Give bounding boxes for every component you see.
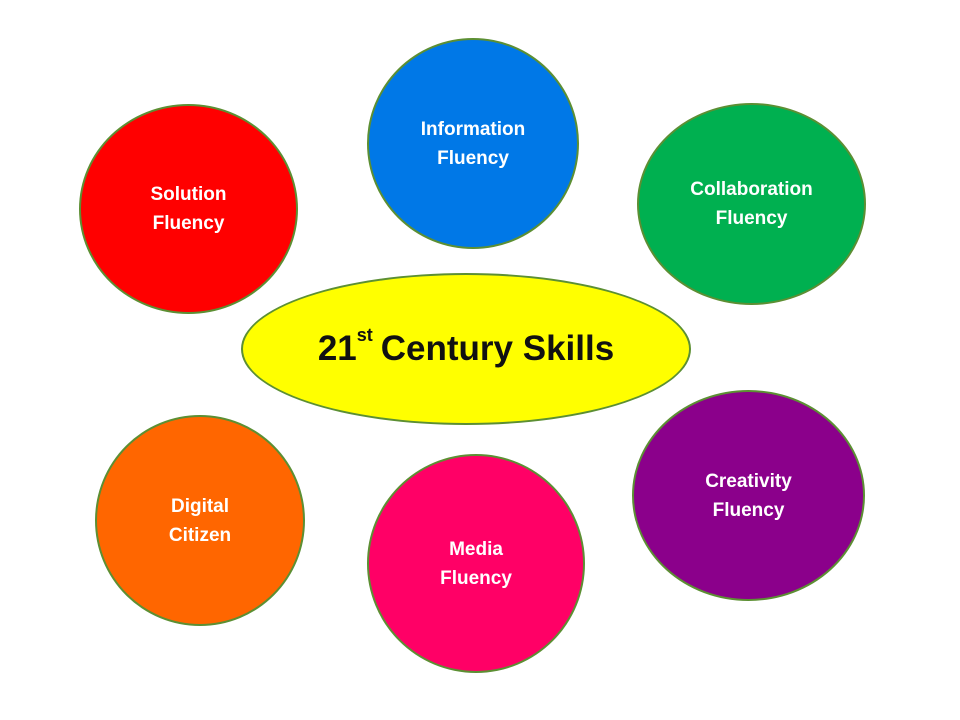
bubble-collaboration-fluency: Collaboration Fluency [637,103,866,305]
bubble-label-line2: Fluency [152,213,225,234]
bubble-digital-citizen: Digital Citizen [95,415,305,626]
bubble-label-line1: Collaboration [690,179,813,200]
bubble-label-line2: Fluency [437,147,509,169]
bubble-label-line2: Fluency [715,208,788,229]
center-ordinal-suffix: st [356,325,373,345]
bubble-label-line1: Solution [150,184,227,205]
bubble-label-line1: Digital [170,495,230,517]
bubble-solution-fluency: Solution Fluency [79,104,298,314]
bubble-label-line1: Creativity [705,470,792,492]
bubble-creativity-fluency: Creativity Fluency [632,390,865,601]
center-number: 21 [317,329,357,368]
bubble-label-line2: Fluency [712,499,785,521]
center-ellipse-21st-century-skills: 21 st Century Skills [241,273,691,425]
bubble-label-line2: Citizen [168,524,232,546]
bubble-label-line2: Fluency [440,567,512,589]
bubble-information-fluency: Information Fluency [367,38,579,249]
bubble-label-line1: Media [449,538,503,560]
bubble-label-line1: Information [420,118,526,140]
center-label: Century Skills [380,329,615,368]
bubble-media-fluency: Media Fluency [367,454,585,673]
